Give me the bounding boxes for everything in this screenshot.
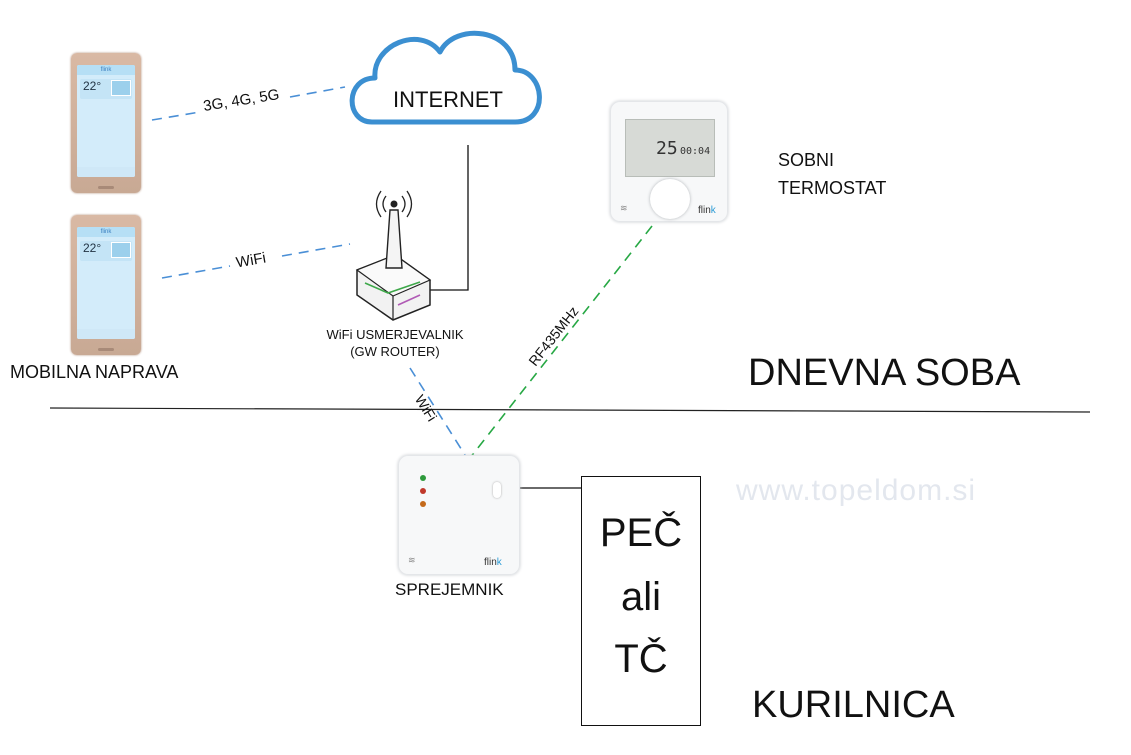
phone-home-button [98,186,114,189]
router-icon [357,210,430,320]
wifi-icon: ≋ [620,203,628,214]
thermostat-time: 00:04 [680,146,710,157]
boiler-label-line1: PEČ [582,511,700,556]
internet-label: INTERNET [378,87,518,113]
phone-tile [111,242,131,258]
receiver-icon: flink ≋ [398,455,520,575]
phone-temp: 22° [83,241,101,255]
thermostat-label-line1: SOBNI [778,146,886,174]
wifi-icon: ≋ [408,555,416,566]
boiler-room-label: KURILNICA [752,684,955,727]
router-label-line1: WiFi USMERJEVALNIK [300,326,490,343]
phone-nav [77,329,135,339]
thermostat-dial [650,179,690,219]
phone-screen: flink 22° [77,227,135,339]
thermostat-label-line2: TERMOSTAT [778,174,886,202]
phone-app-title: flink [77,227,135,237]
receiver-brand: flink [484,557,502,568]
watermark: www.topeldom.si [736,474,976,508]
thermostat-brand: flink [698,205,716,216]
thermostat-setpoint: 25 [656,138,678,159]
receiver-button [493,482,501,498]
internet-wire [428,145,468,290]
mobile-device-label: MOBILNA NAPRAVA [10,362,178,383]
phone-app-title: flink [77,65,135,75]
boiler-label-line3: TČ [582,637,700,682]
boiler-label-line2: ali [582,575,700,620]
phone-home-button [98,348,114,351]
router-label-line2: (GW ROUTER) [300,343,490,360]
phone-tile [111,80,131,96]
phone-nav [77,167,135,177]
rf-link [470,226,652,458]
router-label: WiFi USMERJEVALNIK (GW ROUTER) [300,326,490,360]
phone-icon: flink 22° [71,53,141,193]
status-led-orange [420,501,426,507]
room-label: DNEVNA SOBA [748,352,1020,395]
thermostat-display: 25 00:04 [625,119,715,177]
floor-divider [50,408,1090,412]
thermostat-label: SOBNI TERMOSTAT [778,146,886,202]
phone-icon: flink 22° [71,215,141,355]
status-led-green [420,475,426,481]
thermostat-icon: 25 00:04 flink ≋ [610,101,728,222]
phone-temp: 22° [83,79,101,93]
receiver-label: SPREJEMNIK [395,580,504,600]
boiler-box: PEČ ali TČ [581,476,701,726]
phone-screen: flink 22° [77,65,135,177]
status-led-red [420,488,426,494]
